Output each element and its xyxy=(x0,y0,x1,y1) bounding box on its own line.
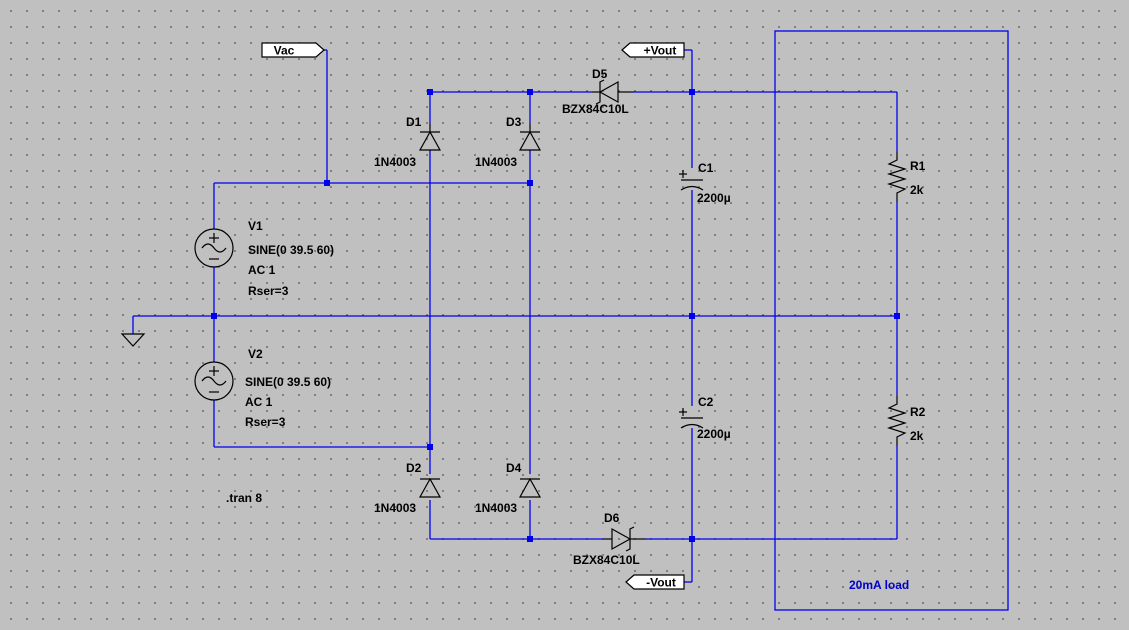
capacitor-c2[interactable] xyxy=(679,408,704,429)
spice-directive-tran[interactable]: .tran 8 xyxy=(226,491,262,505)
v1-param-sine: SINE(0 39.5 60) xyxy=(248,243,334,257)
d1-ref: D1 xyxy=(406,115,422,129)
v2-param-rser: Rser=3 xyxy=(245,415,286,429)
r2-value: 2k xyxy=(910,429,924,443)
d4-value: 1N4003 xyxy=(475,501,517,515)
resistor-r1[interactable] xyxy=(886,152,908,202)
diode-d4[interactable] xyxy=(518,477,542,498)
v2-ref: V2 xyxy=(248,347,263,361)
voltage-source-v1[interactable] xyxy=(194,228,234,268)
net-label-vout-neg: -Vout xyxy=(646,576,676,590)
load-annotation[interactable]: 20mA load xyxy=(849,578,909,592)
r2-ref: R2 xyxy=(910,405,926,419)
d6-ref: D6 xyxy=(604,511,620,525)
net-flag-vac[interactable]: Vac xyxy=(261,42,325,58)
net-flag-vout-pos[interactable]: +Vout xyxy=(621,42,685,58)
d5-ref: D5 xyxy=(592,67,608,81)
component-labels: D1 1N4003 D3 1N4003 D2 1N4003 D4 1N4003 … xyxy=(245,67,926,567)
v1-ref: V1 xyxy=(248,219,263,233)
d3-value: 1N4003 xyxy=(475,155,517,169)
zener-diode-d5[interactable] xyxy=(592,79,634,105)
d2-value: 1N4003 xyxy=(374,501,416,515)
v2-param-ac: AC 1 xyxy=(245,395,273,409)
voltage-source-v2[interactable] xyxy=(194,361,234,401)
v1-param-ac: AC 1 xyxy=(248,263,276,277)
c2-ref: C2 xyxy=(698,395,714,409)
d3-ref: D3 xyxy=(506,115,522,129)
zener-diode-d6[interactable] xyxy=(604,526,646,552)
c1-value: 2200µ xyxy=(697,191,731,205)
net-flag-vout-neg[interactable]: -Vout xyxy=(625,574,685,590)
d6-value: BZX84C10L xyxy=(573,553,640,567)
diode-d1[interactable] xyxy=(418,124,442,151)
v2-param-sine: SINE(0 39.5 60) xyxy=(245,375,331,389)
ground-symbol[interactable] xyxy=(120,333,146,347)
load-box[interactable] xyxy=(774,30,1009,611)
junctions xyxy=(211,89,900,542)
diode-d3[interactable] xyxy=(518,124,542,151)
resistor-r2[interactable] xyxy=(886,396,908,446)
capacitor-c1[interactable] xyxy=(679,170,704,191)
d5-value: BZX84C10L xyxy=(562,102,629,116)
c1-ref: C1 xyxy=(698,161,714,175)
r1-ref: R1 xyxy=(910,159,926,173)
net-label-vout-pos: +Vout xyxy=(644,44,677,58)
diode-d2[interactable] xyxy=(418,477,442,498)
r1-value: 2k xyxy=(910,183,924,197)
v1-param-rser: Rser=3 xyxy=(248,284,289,298)
d2-ref: D2 xyxy=(406,461,422,475)
c2-value: 2200µ xyxy=(697,427,731,441)
d1-value: 1N4003 xyxy=(374,155,416,169)
net-label-vac: Vac xyxy=(274,44,295,58)
wires[interactable] xyxy=(132,49,898,583)
d4-ref: D4 xyxy=(506,461,522,475)
